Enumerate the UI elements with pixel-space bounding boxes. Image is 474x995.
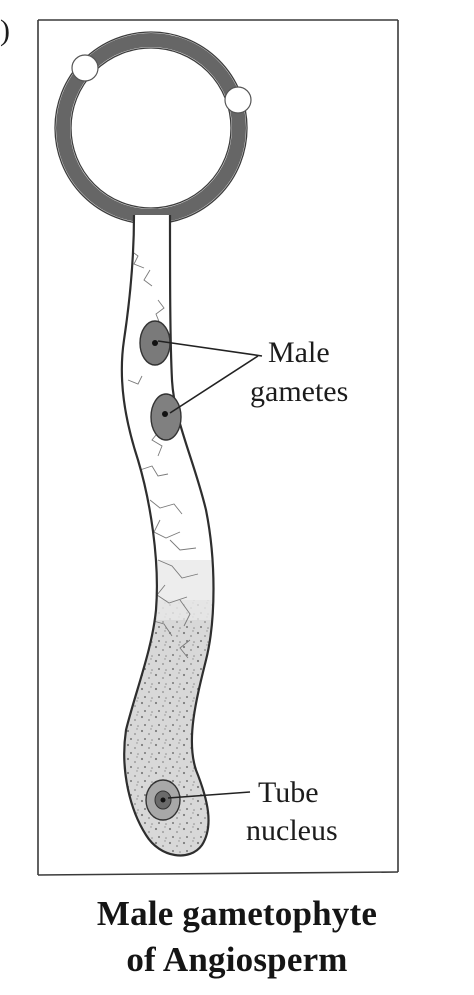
- male-gamete-1: [139, 320, 171, 366]
- frame-border: [37, 19, 399, 876]
- male-gametes-label-line1: Male: [268, 336, 330, 369]
- corner-mark: ): [0, 14, 10, 47]
- tube-nucleus-label-line2: nucleus: [246, 814, 338, 847]
- tube-nucleus-label-line1: Tube: [258, 776, 319, 809]
- caption-line1: Male gametophyte: [96, 894, 378, 933]
- germ-pore-left: [71, 54, 99, 82]
- germ-pore-right: [224, 86, 252, 114]
- pollen-grain: [54, 31, 252, 225]
- label-pointers: [157, 340, 263, 799]
- pollen-tube: [120, 214, 215, 857]
- male-gamete-2: [150, 393, 182, 441]
- caption-line2: of Angiosperm: [126, 940, 348, 979]
- tube-nucleus: [145, 779, 181, 821]
- male-gametes-label-line2: gametes: [250, 375, 348, 408]
